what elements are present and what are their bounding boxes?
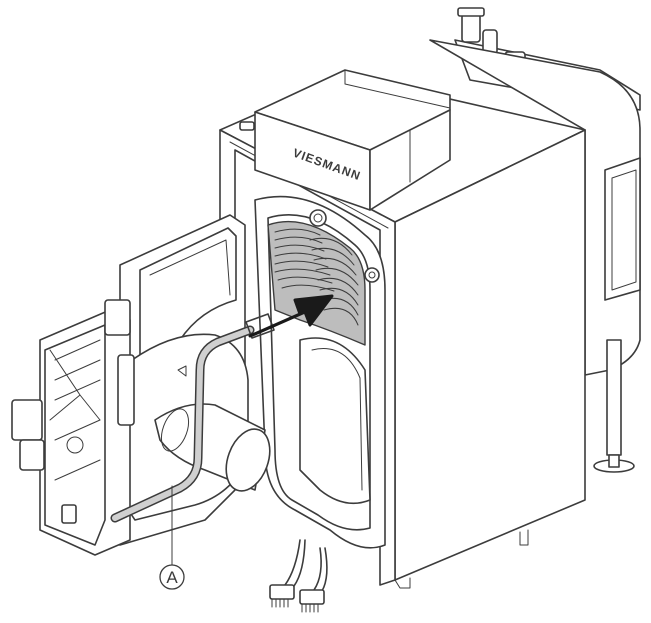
combustion-chamber xyxy=(254,195,386,549)
burner-assembly xyxy=(11,299,135,556)
cleaning-brush xyxy=(110,313,275,523)
cables xyxy=(269,539,328,613)
heat-exchanger-coil xyxy=(274,228,359,326)
burner-door xyxy=(119,214,271,546)
rear-housing xyxy=(429,39,641,473)
callout-a-label: A xyxy=(166,568,178,587)
insertion-arrow xyxy=(248,294,334,338)
callout-a: A xyxy=(159,485,185,590)
control-unit: VIESMANN xyxy=(239,69,451,211)
